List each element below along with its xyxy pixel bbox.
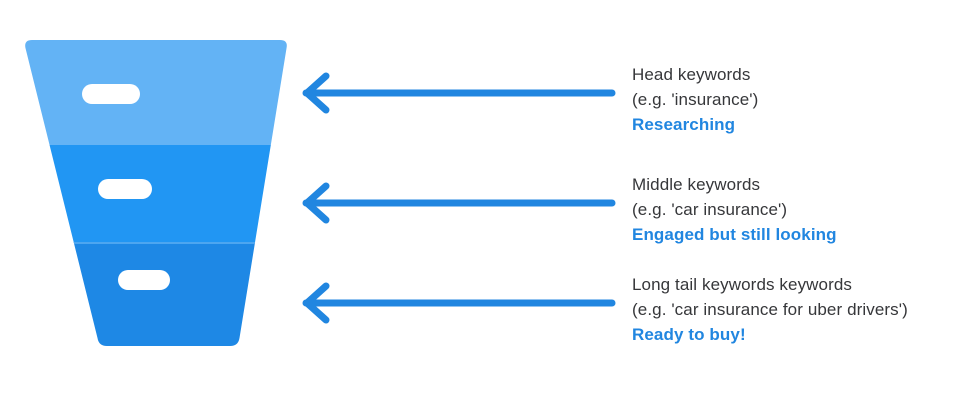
funnel-segment-bottom: [25, 242, 287, 346]
callout-title: Long tail keywords keywords: [632, 275, 853, 294]
callout-middle-keywords: Middle keywords (e.g. 'car insurance') E…: [632, 172, 952, 248]
pill-top: [82, 84, 140, 104]
callout-title: Middle keywords: [632, 175, 761, 194]
funnel-diagram: [25, 40, 287, 346]
callout-head-keywords: Head keywords (e.g. 'insurance') Researc…: [632, 62, 952, 138]
callout-emphasis: Engaged but still looking: [632, 225, 837, 244]
arrow-middle-keywords: [296, 181, 620, 225]
callout-example: (e.g. 'car insurance'): [632, 200, 788, 219]
funnel-segment-middle: [25, 145, 287, 242]
callout-title: Head keywords: [632, 65, 751, 84]
callout-emphasis: Ready to buy!: [632, 325, 746, 344]
callout-example: (e.g. 'car insurance for uber drivers'): [632, 300, 908, 319]
arrow-long-tail-keywords: [296, 281, 620, 325]
pill-bottom: [118, 270, 170, 290]
callout-emphasis: Researching: [632, 115, 736, 134]
callout-example: (e.g. 'insurance'): [632, 90, 759, 109]
funnel-divider-middle-bottom: [25, 242, 287, 244]
callout-long-tail-keywords: Long tail keywords keywords (e.g. 'car i…: [632, 272, 952, 348]
pill-middle: [98, 179, 152, 199]
funnel-segment-top: [25, 40, 287, 145]
arrow-head-keywords: [296, 71, 620, 115]
